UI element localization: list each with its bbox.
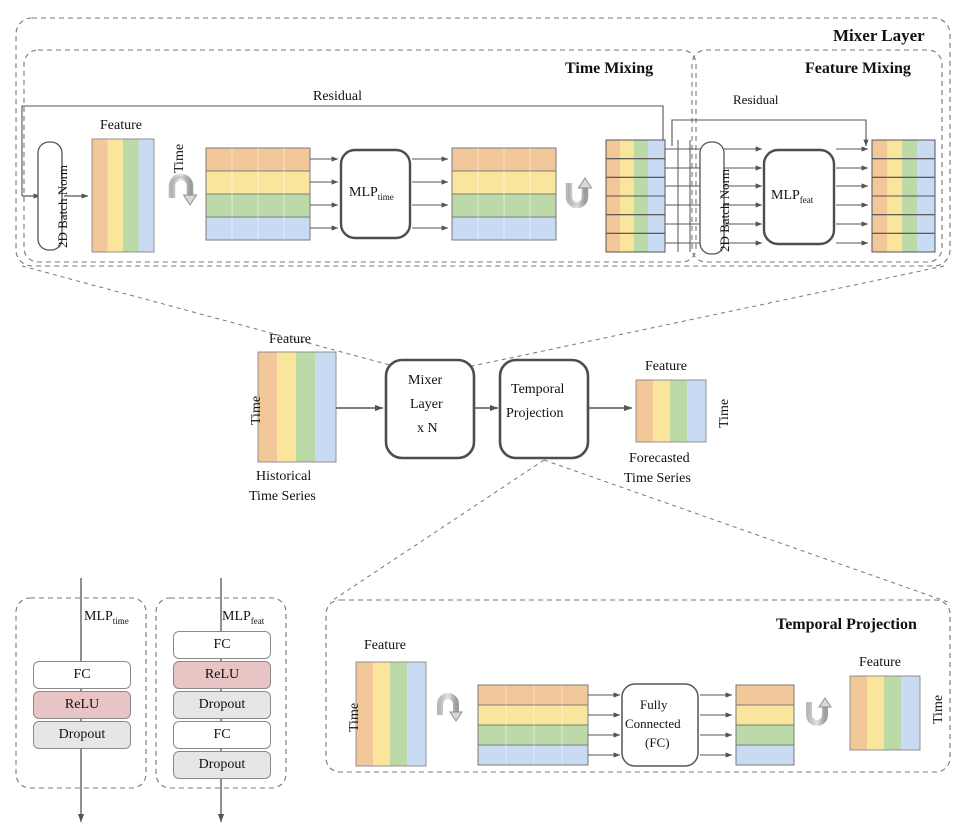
mlp-feat-block-label: Dropout — [198, 697, 246, 712]
time-mixing-stack — [605, 139, 666, 253]
mlp-feat-sub: feat — [799, 194, 814, 205]
time-to-feature-connectors — [665, 140, 700, 252]
feat-mlp-input-arrows — [724, 146, 763, 246]
pipeline-output-feature-label: Feature — [645, 359, 687, 374]
mlp-time-block-label: Dropout — [58, 727, 106, 742]
mlp-feat-main: MLP — [771, 188, 800, 203]
mlp-feat-block-label: Dropout — [198, 757, 246, 772]
mixer-layer-title: Mixer Layer — [833, 26, 925, 45]
fc-line1: Fully — [640, 697, 668, 712]
mlp-time-block-label: FC — [73, 667, 91, 682]
tp-rotate-down-icon — [437, 693, 463, 722]
mixer-box-line2: Layer — [410, 397, 443, 412]
mlp-feat-block-label: FC — [213, 727, 231, 742]
time-residual-label: Residual — [313, 89, 362, 104]
time-input-feature-map — [91, 138, 155, 253]
mlp-time-block-relu: ReLU — [33, 691, 131, 719]
feature-mixing-output-stack — [871, 139, 936, 253]
batch-norm-feature-label: 2D Batch Norm — [717, 168, 732, 252]
projection-box-line1: Temporal — [511, 382, 565, 397]
projection-box-line2: Projection — [506, 406, 564, 421]
time-mixing-input-rows — [205, 147, 311, 241]
mlp-feat-block-label: FC — [213, 637, 231, 652]
fc-line3: (FC) — [645, 735, 670, 750]
pipeline-output-map — [635, 379, 707, 443]
time-mlp-input-arrows — [310, 156, 339, 231]
mlp-feat-panel-sub: feat — [250, 615, 265, 626]
feature-residual-label: Residual — [733, 92, 779, 107]
feature-mixing-panel — [691, 49, 943, 263]
mlp-feat-panel-title: MLPfeat — [222, 610, 264, 626]
historical-caption-1: Historical — [256, 469, 312, 484]
tp-output-arrows — [700, 692, 733, 758]
mlp-feat-block-dropout: Dropout — [173, 751, 271, 779]
tp-time-label-right: Time — [931, 694, 946, 724]
tp-output-rows — [735, 684, 795, 766]
pipeline-input-feature-label: Feature — [269, 332, 311, 347]
mixer-zoom-connectors — [21, 265, 945, 373]
tp-rotate-up-icon — [806, 697, 832, 726]
mixer-box-line1: Mixer — [408, 373, 443, 388]
mlp-time-block-label: ReLU — [64, 697, 100, 712]
time-feature-axis-label: Feature — [100, 118, 142, 133]
tp-input-map — [355, 661, 427, 767]
time-mlp-output-arrows — [412, 156, 449, 231]
forecasted-caption-2: Time Series — [624, 471, 691, 486]
historical-caption-2: Time Series — [249, 489, 316, 504]
mixer-layer-panel — [15, 17, 951, 267]
mlp-time-panel-title: MLPtime — [84, 610, 129, 626]
time-mixing-title: Time Mixing — [565, 60, 654, 77]
rotate-down-icon — [168, 173, 198, 206]
mlp-time-sub: time — [377, 191, 394, 202]
batch-norm-time-label: 2D Batch Norm — [55, 164, 70, 248]
mlp-time-panel-sub: time — [112, 615, 129, 626]
mlp-time-box — [339, 148, 412, 240]
feature-residual-path — [671, 119, 869, 147]
temporal-projection-box — [498, 358, 590, 460]
mixer-box-line3: x N — [417, 421, 438, 436]
batch-norm-time-box — [37, 141, 63, 251]
mlp-time-block-fc: FC — [33, 661, 131, 689]
fc-line2: Connected — [625, 716, 681, 731]
mlp-time-panel-main: MLP — [84, 609, 113, 624]
tp-feature-label-left: Feature — [364, 638, 406, 653]
temporal-projection-panel — [325, 599, 951, 773]
time-axis-label: Time — [172, 143, 187, 173]
tp-feature-label-right: Feature — [859, 655, 901, 670]
pipeline-input-map — [257, 351, 337, 463]
fully-connected-box — [621, 683, 699, 767]
mlp-time-block-dropout: Dropout — [33, 721, 131, 749]
feat-mlp-output-arrows — [836, 146, 869, 246]
projection-zoom-connectors — [329, 459, 949, 603]
mixer-layer-box — [384, 358, 476, 460]
tp-time-label-left: Time — [347, 702, 362, 732]
mlp-feat-block-fc: FC — [173, 631, 271, 659]
mlp-feat-label: MLPfeat — [771, 189, 813, 205]
tp-input-rows — [477, 684, 589, 766]
feature-mixing-title: Feature Mixing — [805, 60, 911, 77]
forecasted-caption-1: Forecasted — [629, 451, 690, 466]
rotate-up-icon — [565, 177, 593, 209]
mlp-feat-block-dropout: Dropout — [173, 691, 271, 719]
mlp-time-label: MLPtime — [349, 186, 394, 202]
mlp-feat-box — [762, 148, 836, 246]
tp-output-map — [849, 675, 921, 751]
time-mixing-panel — [23, 49, 697, 263]
mlp-time-main: MLP — [349, 185, 378, 200]
mlp-feat-block-label: ReLU — [204, 667, 240, 682]
tp-input-arrows — [588, 692, 621, 758]
mlp-feat-block-fc: FC — [173, 721, 271, 749]
batch-norm-feature-box — [699, 141, 725, 255]
temporal-projection-title: Temporal Projection — [776, 616, 917, 633]
mlp-feat-block-relu: ReLU — [173, 661, 271, 689]
time-mixing-output-rows — [451, 147, 557, 241]
pipeline-output-time-label: Time — [717, 398, 732, 428]
time-residual-path — [21, 105, 666, 196]
pipeline-input-time-label: Time — [249, 395, 264, 425]
mlp-feat-panel-main: MLP — [222, 609, 251, 624]
